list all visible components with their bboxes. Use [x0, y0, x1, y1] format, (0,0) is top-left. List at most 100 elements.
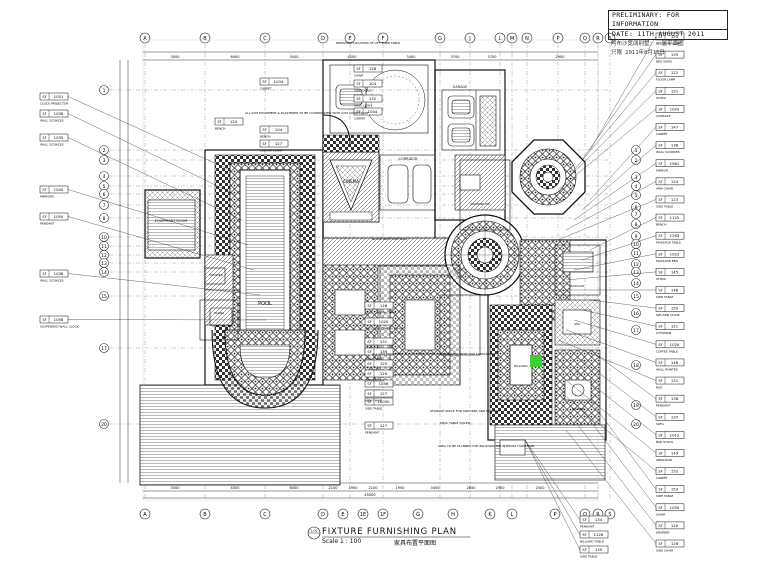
- note-gym-1: ALL GYM EQUIPMENT & PLASTERER TO BE COOR…: [245, 111, 369, 115]
- tag-box: [39, 315, 69, 324]
- tag-code: 125: [380, 361, 388, 366]
- dimension-bottom: 4000: [231, 486, 240, 490]
- tag-box: [655, 503, 685, 512]
- tag-code: 1561: [670, 161, 680, 166]
- tag-prefix: SF: [42, 272, 46, 276]
- tag-code: 146: [671, 360, 679, 365]
- tag-name: CARPET: [656, 476, 668, 480]
- tag-code: 151: [671, 88, 679, 93]
- dimension-bottom: 3450: [431, 486, 440, 490]
- tag-code: 145: [671, 269, 679, 274]
- leader-line: [565, 429, 657, 544]
- grid-bubble-bottom-label: C: [263, 512, 267, 518]
- tag-box: [579, 530, 609, 539]
- tag-code: 1050: [54, 214, 64, 219]
- grid-bubble-bottom-label: S: [608, 512, 611, 518]
- tag-box: [655, 231, 685, 240]
- tag-box: [655, 50, 685, 59]
- tag-box: [655, 340, 685, 349]
- grid-bubble-top: [464, 32, 476, 44]
- tag-name: SIDE TABLE: [580, 555, 597, 559]
- tag-name: SUSPENDED WALL CLOCK: [40, 325, 80, 329]
- dimension-bottom: 2100: [329, 486, 338, 490]
- tag-prefix: SF: [356, 97, 360, 101]
- tag-prefix: SF: [658, 397, 662, 401]
- tag-code: 126: [671, 541, 679, 546]
- dimension-bottom: 6000: [290, 486, 299, 490]
- tag-name: BILLIARD TABLE: [580, 540, 604, 544]
- tag-code: 104: [275, 127, 283, 132]
- grid-bubble-top-label: L: [499, 36, 502, 42]
- tag-prefix: SF: [658, 162, 662, 166]
- tag-name: CARPET: [354, 117, 366, 121]
- mid-lounge: [322, 264, 481, 386]
- tag-name: STOOL: [656, 277, 666, 281]
- leader-line: [565, 90, 657, 181]
- tag-prefix: SF: [262, 142, 266, 146]
- tag-prefix: SF: [367, 424, 371, 428]
- grid-bubble-bottom-label: R: [596, 512, 600, 518]
- tag-code: 127: [380, 423, 388, 428]
- grid-bubble-right: [631, 190, 641, 200]
- tag-name: DRAPERY: [656, 530, 670, 534]
- leader-line: [581, 145, 657, 211]
- tag-code: 1012: [670, 432, 680, 437]
- note-gym-2: ALL GYM EQUIPMENT & PLASTERER TO BE COOR…: [372, 352, 496, 356]
- tag-code: 1044: [368, 109, 378, 114]
- tag-code: 138: [671, 396, 679, 401]
- tag-code: 1125: [670, 215, 680, 220]
- tag-prefix: SF: [658, 524, 662, 528]
- drawing-title: FIXTURE FURNISHING PLAN: [322, 527, 457, 537]
- tag-name: CONSOLE: [656, 114, 671, 118]
- tag-name: WALL SCONCES: [40, 143, 64, 147]
- tag-name: WALL PAINTED: [656, 367, 679, 371]
- tag-box: [364, 379, 394, 388]
- grid-bubble-top-label: M: [510, 36, 514, 42]
- leader-lines: [67, 36, 657, 551]
- tag-prefix: SF: [658, 35, 662, 39]
- grid-bubble-bottom: [337, 508, 349, 520]
- shower-label: SHOWER: [209, 273, 222, 277]
- tag-prefix: SF: [658, 252, 662, 256]
- tag-box: [655, 322, 685, 330]
- grid-bubble-left: [99, 171, 109, 181]
- grid-bubble-bottom: [549, 508, 561, 520]
- leader-line: [589, 36, 657, 151]
- grid-bubble-top: [317, 32, 329, 44]
- grid-bubble-top-label: A: [143, 36, 147, 42]
- tag-name: PENDANT: [656, 404, 671, 408]
- grid-bubble-right-label: 20: [633, 422, 639, 428]
- tag-name: SOFA: [656, 422, 665, 426]
- grid-bubble-right: [631, 419, 641, 429]
- tag-box: [655, 68, 685, 77]
- grid-bubble-right-label: 18: [633, 363, 639, 369]
- dimension-bottom: 2500: [536, 486, 545, 490]
- grid-bubble-right: [631, 308, 641, 318]
- grid-bubble-left-label: 12: [101, 253, 107, 259]
- tag-prefix: SF: [582, 518, 586, 522]
- tag-name: BENCH: [215, 127, 226, 131]
- tag-prefix: SF: [42, 112, 46, 116]
- tag-box: [655, 213, 685, 222]
- grid-bubble-bottom: [506, 508, 518, 520]
- tag-box: [655, 467, 685, 475]
- grid-bubble-left-label: 7: [103, 203, 106, 209]
- tag-code: 135: [595, 547, 603, 552]
- tag-code: 122: [671, 70, 679, 75]
- grid-bubble-bottom: [377, 508, 389, 520]
